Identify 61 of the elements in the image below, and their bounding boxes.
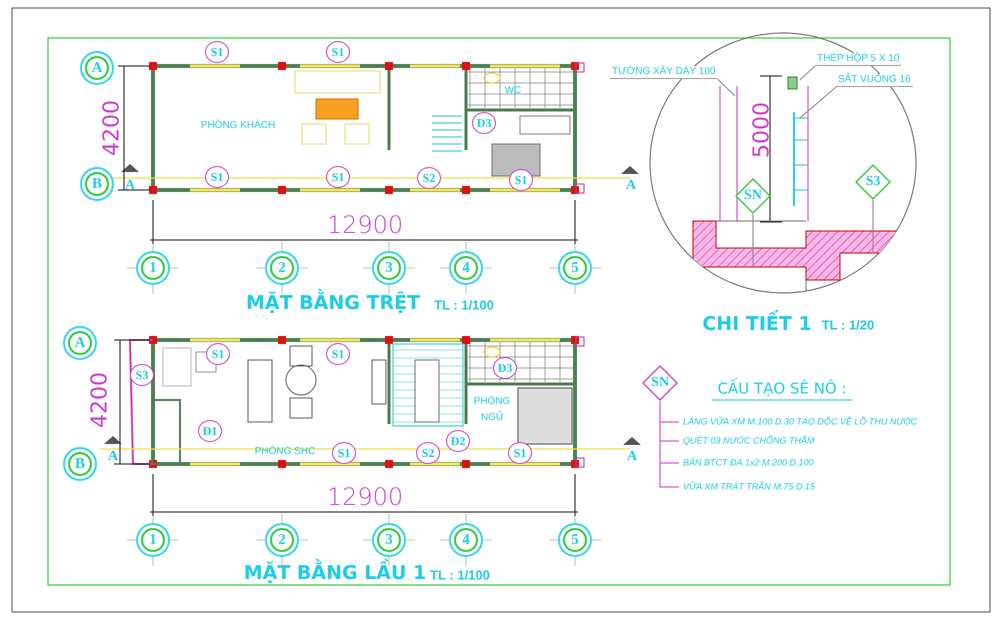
room-name: PHÒNG NGỦ — [472, 394, 512, 425]
scale-text: TL : 1/100 — [430, 568, 490, 582]
layer-note: LÁNG VỮA XM M.100 D.30 TẠO DỐC VỀ LỖ THU NƯỚC — [683, 418, 918, 426]
section-letter: A — [626, 449, 638, 465]
opening-tag: Đ3 — [472, 112, 496, 134]
section-letter: A — [626, 178, 636, 194]
opening-tag: Đ1 — [198, 420, 222, 442]
dimension-text: 5000 — [750, 102, 774, 158]
opening-tag: S1 — [205, 41, 229, 63]
layer-note: VỮA XM TRÁT TRẦN M.75 D.15 — [683, 482, 815, 492]
opening-tag: Đ3 — [493, 357, 517, 379]
callout-text: TƯỜNG XÂY DÀY 100 — [610, 66, 718, 79]
grid-bubble: B — [63, 447, 97, 481]
grid-bubble: A — [63, 326, 97, 360]
section-heading: CẤU TẠO SÊ NÔ : — [711, 380, 853, 400]
grid-bubble: 1 — [136, 523, 170, 557]
opening-tag: S1 — [206, 343, 230, 365]
section-letter: A — [124, 178, 136, 194]
grid-bubble: 4 — [449, 523, 483, 557]
opening-tag: S1 — [326, 41, 350, 63]
grid-bubble: 2 — [265, 251, 299, 285]
leader-line — [800, 66, 816, 80]
grid-bubble: 2 — [265, 523, 299, 557]
grid-bubble: A — [80, 51, 114, 85]
room-name: PHÒNG SHC — [254, 447, 316, 457]
scale-text: TL : 1/100 — [434, 298, 494, 312]
opening-tag: Đ2 — [446, 430, 470, 452]
grid-bubble: 3 — [372, 523, 406, 557]
opening-tag: S2 — [416, 442, 440, 464]
dimension-text: 4200 — [88, 372, 112, 428]
opening-tag: S1 — [508, 442, 532, 464]
detail-tag: SN — [735, 178, 771, 214]
room-name: PHÒNG KHÁCH — [200, 121, 276, 131]
section-letter: A — [108, 449, 118, 465]
detail-tag: SN — [642, 365, 678, 401]
leader-line — [872, 200, 874, 252]
grid-bubble: 1 — [136, 251, 170, 285]
leader-line — [717, 78, 736, 96]
dimension-text: 12900 — [326, 483, 404, 511]
callout-text: THÉP HỘP 5 X 10 — [815, 53, 902, 66]
opening-tag: S1 — [326, 343, 350, 365]
leader-line — [800, 86, 836, 118]
opening-tag: S2 — [417, 167, 441, 189]
layer-note: QUÉT 03 NƯỚC CHỐNG THẤM — [683, 436, 814, 446]
grid-bubble: 4 — [449, 251, 483, 285]
dimension-text: 4200 — [100, 100, 124, 156]
leader-line — [752, 214, 754, 266]
grid-bubble: 5 — [558, 251, 592, 285]
layer-note: BẢN BTCT ĐÁ 1x2 M.200 D.100 — [683, 458, 814, 468]
opening-tag: S1 — [332, 442, 356, 464]
leader-line — [660, 400, 680, 488]
callout-text: SẮT VUÔNG 16 — [836, 74, 913, 87]
dimension-text: 12900 — [326, 211, 404, 239]
opening-tag: S1 — [205, 166, 229, 188]
grid-bubble: 3 — [372, 251, 406, 285]
grid-bubble: B — [80, 167, 114, 201]
scale-text: TL : 1/20 — [822, 318, 874, 332]
opening-tag: S1 — [326, 166, 350, 188]
grid-bubble: 5 — [558, 523, 592, 557]
room-name: WC — [504, 86, 522, 96]
detail-tag: S3 — [855, 164, 891, 200]
